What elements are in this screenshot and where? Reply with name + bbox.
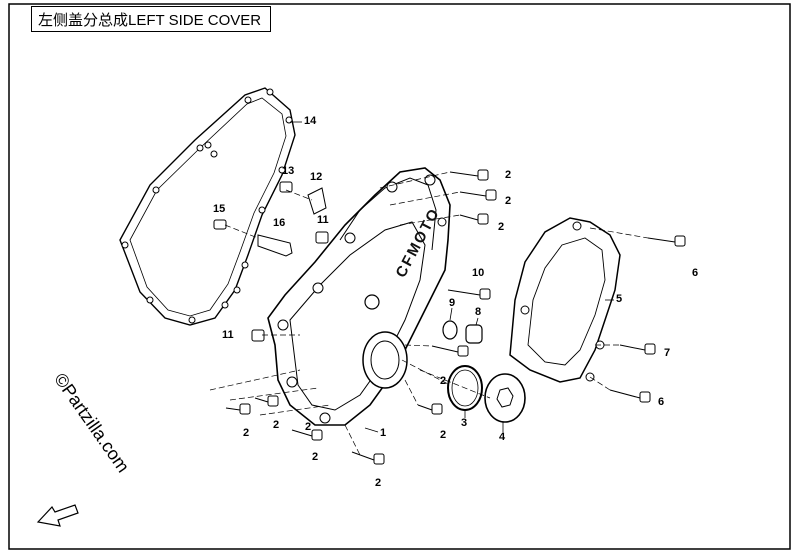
callout-2-g: 2 bbox=[273, 419, 280, 431]
outer-border bbox=[8, 3, 791, 550]
o-ring-3-inner bbox=[451, 369, 479, 407]
front-arrow-icon bbox=[36, 504, 79, 527]
bracket-16 bbox=[257, 234, 293, 257]
right-cover-inner bbox=[527, 237, 606, 366]
diagram-title: 左侧盖分总成LEFT SIDE COVER bbox=[38, 12, 262, 29]
callout-2-f: 2 bbox=[243, 427, 250, 439]
callout-9: 9 bbox=[449, 297, 456, 309]
callout-2-c: 2 bbox=[498, 221, 505, 233]
dowel-11a bbox=[315, 231, 329, 244]
callout-2-a: 2 bbox=[505, 169, 512, 181]
callout-11-a: 11 bbox=[317, 214, 329, 226]
callout-2-d: 2 bbox=[440, 375, 447, 387]
leader-8 bbox=[475, 317, 479, 326]
callout-2-e: 2 bbox=[440, 429, 447, 441]
callout-2-h: 2 bbox=[312, 451, 319, 463]
bolt-13 bbox=[279, 181, 293, 193]
assembly-lines bbox=[209, 171, 649, 456]
gasket-inner bbox=[129, 97, 287, 317]
title-box bbox=[31, 6, 271, 32]
right-cover-body bbox=[509, 217, 621, 383]
callout-15: 15 bbox=[213, 203, 226, 215]
washer-9 bbox=[442, 320, 458, 340]
bolts bbox=[225, 169, 686, 465]
callout-2-j: 2 bbox=[305, 421, 312, 433]
leader-1 bbox=[364, 427, 379, 433]
callout-6-b: 6 bbox=[658, 396, 665, 408]
cap-4-hex bbox=[496, 387, 514, 408]
bolt-15 bbox=[213, 219, 227, 230]
callout-2-b: 2 bbox=[505, 195, 512, 207]
callout-13: 13 bbox=[282, 165, 295, 177]
callout-8: 8 bbox=[475, 306, 482, 318]
left-cover-ridge bbox=[339, 177, 437, 251]
plug-8 bbox=[465, 324, 483, 344]
callout-7: 7 bbox=[664, 347, 671, 359]
callout-2-i: 2 bbox=[375, 477, 382, 489]
callout-5: 5 bbox=[616, 293, 623, 305]
callout-11-b: 11 bbox=[222, 329, 234, 341]
left-cover-face bbox=[289, 221, 426, 411]
cap-4 bbox=[484, 373, 526, 423]
dowel-11b bbox=[251, 329, 265, 342]
cover-oil-plug bbox=[364, 294, 380, 310]
left-cover-body bbox=[267, 167, 451, 426]
callout-14: 14 bbox=[304, 115, 317, 127]
gasket-outline bbox=[119, 87, 296, 326]
cover-center-bore bbox=[370, 340, 400, 380]
callout-12: 12 bbox=[310, 171, 323, 183]
callout-16: 16 bbox=[273, 217, 286, 229]
gasket-bolt-holes bbox=[121, 88, 293, 324]
callout-10: 10 bbox=[472, 267, 485, 279]
callout-3: 3 bbox=[461, 417, 468, 429]
callout-4: 4 bbox=[499, 431, 506, 443]
callout-6-a: 6 bbox=[692, 267, 699, 279]
leader-9 bbox=[449, 307, 453, 321]
callout-1: 1 bbox=[380, 427, 387, 439]
clamp-12 bbox=[307, 187, 327, 215]
